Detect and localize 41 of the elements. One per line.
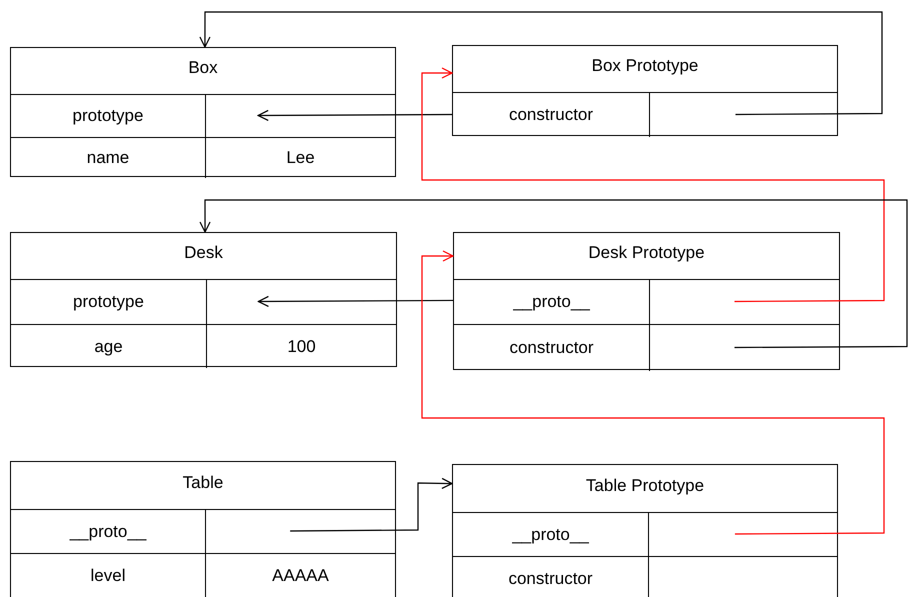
cell-text: age — [94, 336, 123, 356]
table-title: Desk — [183, 243, 224, 263]
empty-cell — [649, 92, 837, 137]
table-box — [452, 464, 838, 597]
cell-text: Lee — [286, 148, 315, 168]
cell-text: constructor — [508, 569, 593, 589]
cell-text: name — [86, 148, 130, 168]
cell-text: prototype — [72, 106, 144, 126]
cell-text: 100 — [287, 336, 316, 356]
empty-cell — [205, 509, 395, 553]
arrow — [258, 110, 452, 122]
cell-text: __proto__ — [512, 524, 589, 544]
empty-cell — [648, 556, 837, 597]
table-box — [10, 47, 396, 177]
arrow — [199, 11, 883, 116]
cell-text: level — [90, 566, 126, 586]
cell-text: __proto__ — [513, 292, 590, 312]
cell-text: constructor — [508, 105, 594, 125]
cell-text: AAAAA — [272, 566, 329, 586]
table-box — [10, 461, 396, 597]
empty-cell — [205, 94, 395, 137]
arrow — [199, 199, 908, 348]
table-title: Desk Prototype — [587, 243, 706, 263]
arrow — [421, 250, 885, 535]
cell-text: __proto__ — [70, 522, 146, 542]
arrow — [258, 296, 453, 308]
arrow — [290, 478, 453, 532]
table-title: Box — [187, 58, 219, 78]
table-box — [453, 232, 840, 370]
table-title: Table — [182, 472, 224, 492]
table-title: Box Prototype — [590, 56, 700, 76]
cell-text: prototype — [73, 292, 144, 312]
empty-cell — [648, 512, 837, 556]
empty-cell — [649, 279, 839, 324]
empty-cell — [649, 324, 839, 371]
table-box — [452, 45, 838, 136]
table-title: Table Prototype — [584, 476, 706, 496]
cell-text: constructor — [509, 338, 594, 358]
arrow — [421, 67, 885, 302]
empty-cell — [206, 279, 396, 324]
table-box — [10, 232, 397, 367]
